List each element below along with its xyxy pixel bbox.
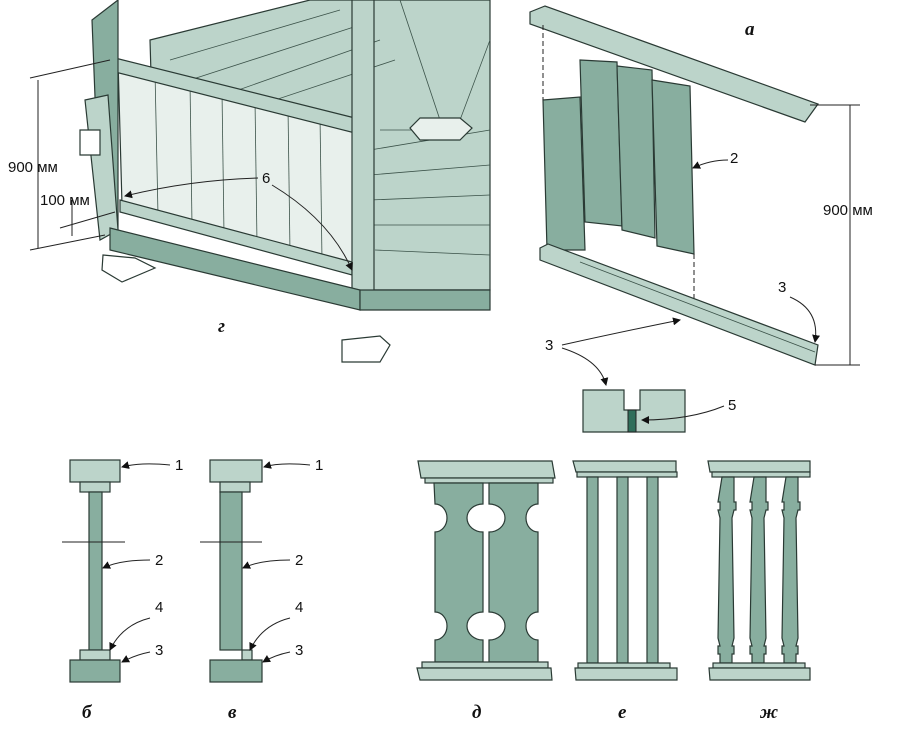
callout-1: 1 [175, 457, 183, 474]
height-label-900mm: 900 мм [8, 159, 58, 176]
top-rail [529, 5, 819, 123]
turned-baluster [749, 476, 769, 664]
callout-3: 3 [155, 642, 163, 659]
board-2 [616, 65, 656, 239]
callout-4: 4 [155, 599, 163, 616]
panel-letter-zh: ж [759, 702, 778, 723]
panel-zh-baluster-railing: ж [707, 460, 811, 723]
foundation-block-1 [101, 254, 157, 283]
turned-baluster [781, 476, 801, 664]
railing-balusters [154, 71, 323, 261]
foundation-block-2 [79, 129, 101, 156]
panel-letter-e: е [618, 702, 627, 723]
turned-baluster [717, 476, 737, 664]
callout-3-rail: 3 [778, 279, 786, 296]
baluster-section-wide [219, 491, 243, 651]
callout-3-section: 3 [545, 337, 553, 354]
callout-4: 4 [295, 599, 303, 616]
groove-insert [627, 409, 637, 433]
callout-2: 2 [155, 552, 163, 569]
callout-5: 5 [728, 397, 736, 414]
panel-b-section: 1 2 4 3 б [62, 457, 183, 723]
callout-3: 3 [295, 642, 303, 659]
board-short [542, 96, 586, 251]
callout-2-board: 2 [730, 150, 738, 167]
board-3 [651, 79, 695, 255]
gazebo-post [351, 0, 375, 301]
base-beam-right [359, 289, 491, 311]
panel-g-gazebo-view: 900 мм 100 мм 6 г [8, 0, 491, 363]
panel-e-slat-railing: е [572, 460, 678, 723]
panel-a-exploded-view: 900 мм а 2 3 3 5 [529, 5, 873, 433]
slat [586, 476, 599, 664]
slat [646, 476, 659, 664]
panel-letter-d: д [472, 702, 481, 723]
panel-v-section: 1 2 4 3 в [200, 457, 323, 723]
bottom-rail-grooved [539, 243, 819, 366]
panel-letter-g: г [218, 316, 225, 337]
callout-2: 2 [295, 552, 303, 569]
cutout-board-right [488, 482, 539, 663]
top-rail-section [69, 459, 121, 483]
cutout-board-left [433, 482, 484, 663]
floor-center-octagon [409, 117, 473, 141]
slat [616, 476, 629, 664]
baluster-section [88, 491, 103, 651]
panel-letter-a: а [745, 19, 755, 40]
board-1 [579, 59, 623, 227]
panel-d-board-railing: д [416, 460, 556, 723]
panel-a-height-label: 900 мм [823, 202, 873, 219]
foundation-block-3 [341, 335, 391, 363]
callout-1: 1 [315, 457, 323, 474]
panel-letter-b: б [82, 702, 93, 723]
callout-6: 6 [262, 170, 270, 187]
offset-label-100mm: 100 мм [40, 192, 90, 209]
panel-letter-v: в [228, 702, 237, 723]
bottom-rail-section [69, 659, 121, 683]
